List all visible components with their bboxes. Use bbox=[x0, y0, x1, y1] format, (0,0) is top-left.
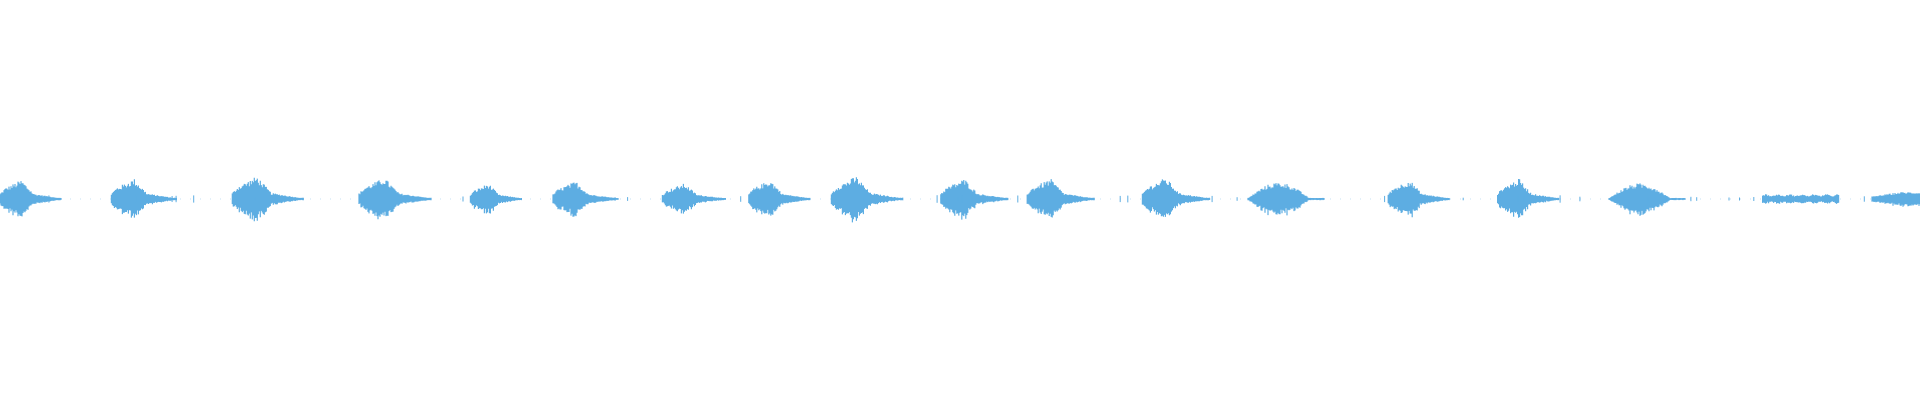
waveform-burst bbox=[1026, 179, 1095, 218]
waveform-segment bbox=[1026, 179, 1095, 218]
waveform-burst bbox=[1387, 182, 1450, 218]
waveform-segment bbox=[940, 180, 1009, 220]
waveform-segment bbox=[1608, 183, 1686, 216]
waveform-segment bbox=[1141, 179, 1210, 217]
waveform-burst bbox=[358, 180, 432, 220]
waveform-burst bbox=[0, 181, 62, 217]
waveform-segment bbox=[1387, 182, 1450, 218]
waveform-segment bbox=[748, 183, 811, 216]
waveform-burst bbox=[1247, 183, 1325, 216]
waveform-segment bbox=[661, 183, 726, 214]
waveform-segment bbox=[1871, 192, 1920, 207]
waveform-segment bbox=[552, 182, 619, 217]
waveform-segment bbox=[1762, 194, 1840, 204]
waveform-burst bbox=[1762, 194, 1840, 204]
waveform-burst bbox=[748, 183, 811, 216]
waveform-burst bbox=[1141, 179, 1210, 217]
waveform-burst bbox=[661, 183, 726, 214]
waveform-burst bbox=[830, 177, 903, 223]
waveform-burst bbox=[110, 179, 177, 218]
waveform-segment bbox=[830, 177, 903, 223]
waveform-burst bbox=[1608, 183, 1686, 216]
waveform-burst bbox=[231, 177, 304, 222]
waveform-segment bbox=[231, 177, 304, 222]
waveform-burst bbox=[552, 182, 619, 217]
waveform-burst bbox=[469, 185, 522, 214]
waveform-segment bbox=[110, 179, 177, 218]
waveform-burst bbox=[940, 180, 1009, 220]
waveform-segment bbox=[1247, 183, 1325, 216]
waveform-segment bbox=[469, 185, 522, 214]
waveform-segment bbox=[358, 180, 432, 220]
waveform-segment bbox=[0, 181, 62, 217]
waveform-burst bbox=[1871, 192, 1920, 207]
